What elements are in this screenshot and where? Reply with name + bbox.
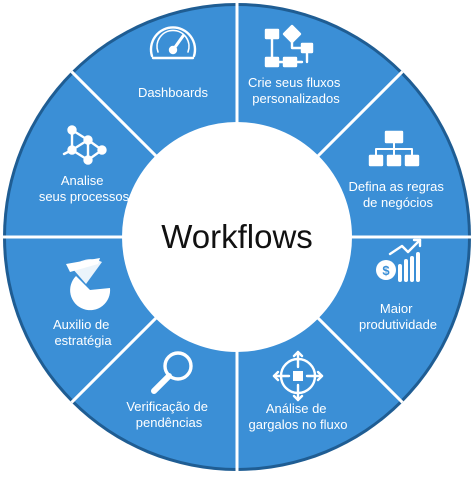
segment-label-processos: Analise seus processos bbox=[39, 173, 130, 204]
segment-divider bbox=[70, 315, 159, 404]
segment-divider bbox=[315, 70, 404, 159]
magnifier-icon bbox=[151, 351, 193, 394]
center-title: Workflows bbox=[161, 218, 313, 255]
segment-label-pendencias: Verificação de pendências bbox=[126, 399, 211, 430]
bottleneck-arrows-icon bbox=[272, 350, 324, 402]
segment-dividers bbox=[3, 3, 471, 471]
org-chart-icon bbox=[368, 130, 420, 167]
segment-label-fluxos: Crie seus fluxos personalizados bbox=[248, 75, 344, 106]
segment-label-gargalos: Análise de gargalos no fluxo bbox=[248, 401, 347, 432]
pie-chart-icon bbox=[66, 258, 111, 311]
segment-label-regras: Defina as regras de negócios bbox=[348, 179, 447, 210]
flowchart-icon bbox=[264, 24, 314, 68]
segment-divider bbox=[315, 315, 404, 404]
segment-label-dashboards: Dashboards bbox=[138, 85, 209, 100]
segment-labels: Dashboards Crie seus fluxos personalizad… bbox=[39, 75, 447, 432]
network-nodes-icon bbox=[62, 125, 107, 165]
center-circle bbox=[122, 122, 352, 352]
svg-text:$: $ bbox=[382, 263, 390, 278]
money-growth-icon: $ bbox=[376, 238, 422, 282]
segment-label-produtividade: Maior produtividade bbox=[359, 301, 437, 332]
segment-label-estrategia: Auxilio de estratégia bbox=[53, 317, 113, 348]
segment-divider bbox=[70, 70, 159, 159]
speedometer-icon bbox=[149, 26, 197, 60]
